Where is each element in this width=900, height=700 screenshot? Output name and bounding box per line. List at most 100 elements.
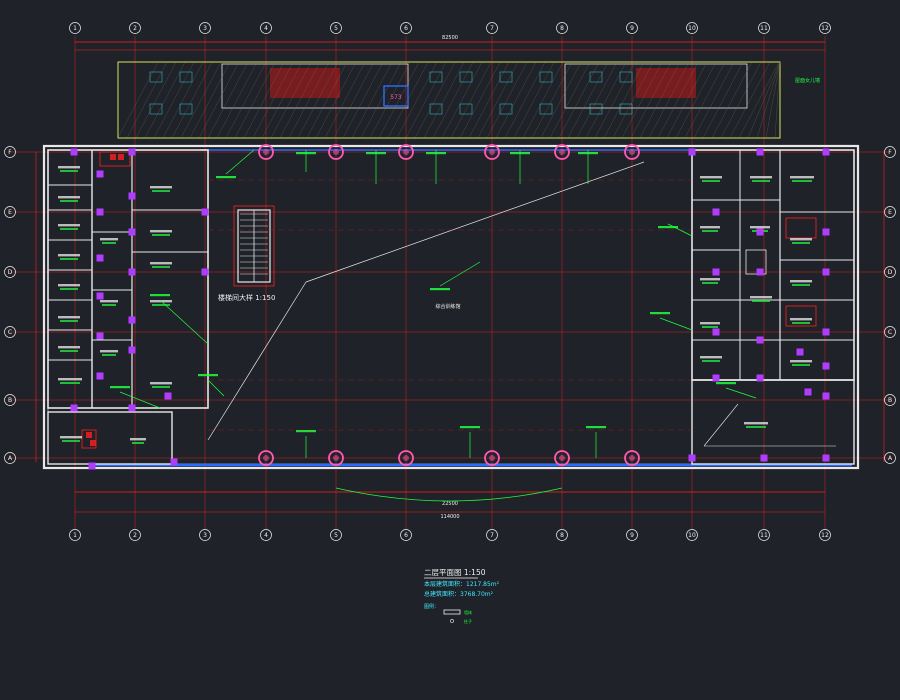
equipment-mark: [96, 254, 104, 262]
hatch-line: [297, 61, 339, 139]
axis-bubble: [758, 22, 770, 34]
hatch-line: [360, 61, 402, 139]
axis-bubble-label: 9: [630, 532, 634, 539]
hatch-line: [495, 61, 537, 139]
room-area-mark: [60, 200, 78, 202]
equipment-mark: [712, 268, 720, 276]
annotation-leader: [207, 379, 225, 397]
room-area-mark: [60, 382, 80, 384]
axis-bubble: [884, 266, 896, 278]
room-tag-mark: [100, 350, 118, 353]
column-core: [263, 455, 269, 461]
axis-bubble-label: F: [8, 149, 12, 156]
hatch-line: [513, 61, 555, 139]
column-core: [489, 455, 495, 461]
equipment-mark: [164, 392, 172, 400]
window-mark: [589, 103, 603, 115]
axis-bubble-label: 12: [821, 532, 829, 539]
equipment-mark: [128, 148, 136, 156]
hatch-line: [279, 61, 321, 139]
axis-bubble: [4, 326, 16, 338]
hatch-line: [693, 61, 735, 139]
equipment-mark: [712, 328, 720, 336]
equipment-mark: [822, 228, 830, 236]
axis-bubble: [4, 452, 16, 464]
equipment-mark: [756, 268, 764, 276]
annotation-tag-mark: [716, 382, 736, 385]
hatch-line: [765, 61, 781, 139]
room-tag-mark: [750, 296, 772, 299]
equipment-mark: [712, 374, 720, 382]
room-area-mark: [60, 350, 78, 352]
axis-bubble-label: 3: [203, 25, 207, 32]
axis-bubble-label: 12: [821, 25, 829, 32]
window-mark: [619, 71, 633, 83]
column-symbol: [554, 144, 570, 160]
annotation-leader: [225, 149, 255, 175]
right-wing-rooms: [691, 149, 855, 465]
equipment-mark: [796, 348, 804, 356]
axis-bubble-label: F: [888, 149, 892, 156]
axis-bubble: [69, 529, 81, 541]
hatch-line: [333, 61, 375, 139]
axis-bubble-label: 6: [404, 25, 408, 32]
equipment-mark: [201, 208, 209, 216]
hatch-line: [567, 61, 609, 139]
axis-bubble-label: B: [888, 397, 892, 404]
axis-bubble: [884, 452, 896, 464]
window-mark: [429, 71, 443, 83]
column-core: [403, 149, 409, 155]
hatch-line: [324, 61, 366, 139]
equipment-mark: [88, 462, 96, 470]
axis-bubble: [486, 22, 498, 34]
hatch-line: [342, 61, 384, 139]
column-symbol: [258, 450, 274, 466]
room-tag-mark: [700, 176, 722, 179]
room-tag-mark: [58, 196, 80, 199]
annotation-leader: [159, 299, 209, 345]
stair-detail: 楼梯间大样 1:150: [218, 205, 275, 302]
column-symbol: [484, 450, 500, 466]
axis-bubble: [69, 22, 81, 34]
hatch-line: [639, 61, 681, 139]
room-tag-mark: [58, 284, 80, 287]
axis-bubble: [4, 206, 16, 218]
axis-bubble-label: B: [8, 397, 12, 404]
hatch-line: [531, 61, 573, 139]
axis-bubble-label: 5: [334, 25, 338, 32]
room-tag-mark: [60, 436, 82, 439]
axis-bubble-label: E: [8, 209, 12, 216]
stair-detail-label: 楼梯间大样 1:150: [218, 293, 275, 302]
axis-bubble-label: C: [8, 329, 12, 336]
hatch-line: [648, 61, 690, 139]
axis-bubble-label: 7: [490, 25, 494, 32]
hatch-line: [306, 61, 348, 139]
equipment-mark: [96, 208, 104, 216]
hatch-line: [621, 61, 663, 139]
hatch-line: [477, 61, 519, 139]
hatch-line: [405, 61, 447, 139]
axis-bubble-label: 9: [630, 25, 634, 32]
hatch-line: [216, 61, 258, 139]
equipment-mark: [170, 458, 178, 466]
equipment-mark: [804, 388, 812, 396]
column-core: [559, 149, 565, 155]
room-tag-mark: [58, 224, 80, 227]
window-mark: [179, 103, 193, 115]
axis-bubble: [4, 394, 16, 406]
annotation-tag-mark: [216, 176, 236, 179]
left-wing-room-tags: [58, 166, 172, 444]
axis-bubble: [819, 22, 831, 34]
axis-bubble: [129, 529, 141, 541]
window-mark: [459, 71, 473, 83]
room-area-mark: [702, 326, 718, 328]
hatch-line: [414, 61, 456, 139]
red-mark: [86, 432, 92, 438]
hatch-line: [711, 61, 753, 139]
hatch-line: [504, 61, 546, 139]
equipment-mark: [96, 170, 104, 178]
column-symbol: [554, 450, 570, 466]
hatch-line: [675, 61, 717, 139]
building-outline: [42, 144, 860, 470]
roof-hatch-pattern: [117, 61, 781, 139]
